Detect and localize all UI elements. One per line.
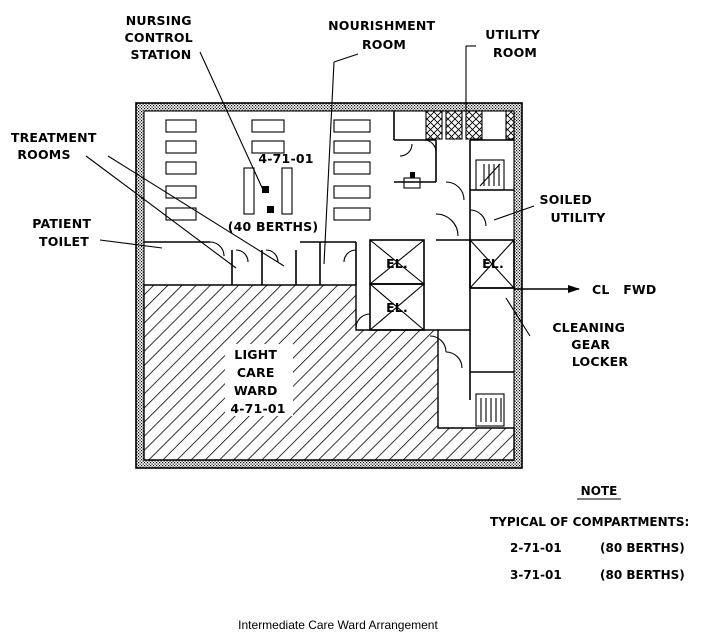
nursing-control-station-label: NURSING CONTROL STATION [125,13,198,62]
treatment-rooms-label: TREATMENT ROOMS [11,130,101,162]
berths-group [165,119,371,221]
door-swings [209,139,487,369]
elevator-label-2: EL. [386,300,408,315]
note-berths-2: (80 BERTHS) [600,568,685,582]
note-compartment-2: 3-71-01 [510,568,562,582]
leader-lines [85,45,535,337]
note-block: NOTE TYPICAL OF COMPARTMENTS: 2-71-01 (8… [490,484,689,582]
berths-count-label: (40 BERTHS) [228,219,319,234]
nourishment-room-label: NOURISHMENT ROOM [328,18,440,52]
soiled-utility-label: SOILED UTILITY [540,192,607,225]
note-compartment-1: 2-71-01 [510,541,562,555]
elevator-shafts [369,239,515,331]
patient-toilet-label: PATIENT TOILET [32,216,95,249]
ladder-lower [475,393,505,427]
note-berths-1: (80 BERTHS) [600,541,685,555]
light-care-ward-area [143,284,515,461]
nourishment-fixtures [403,172,421,189]
svg-text:LIGHT CARE WARD: LIGHT CARE WARD 4-71-01 [230,347,285,416]
utility-room-label: UTILITY ROOM [485,27,544,60]
ladder-upper [475,159,505,191]
compartment-id-label: 4-71-01 [258,151,313,166]
elevator-label-3: EL. [482,256,504,271]
figure-caption: Intermediate Care Ward Arrangement [238,618,438,632]
cleaning-gear-locker-label: CLEANING GEAR LOCKER [552,320,629,369]
note-intro: TYPICAL OF COMPARTMENTS: [490,515,689,529]
light-care-ward-label: LIGHT CARE WARD 4-71-01 [225,344,293,416]
nursing-control-desk [243,167,293,215]
elevator-label-1: EL. [386,256,408,271]
utility-storage [425,110,515,140]
note-heading: NOTE [581,484,618,498]
cl-fwd-label: CL FWD [592,282,657,297]
